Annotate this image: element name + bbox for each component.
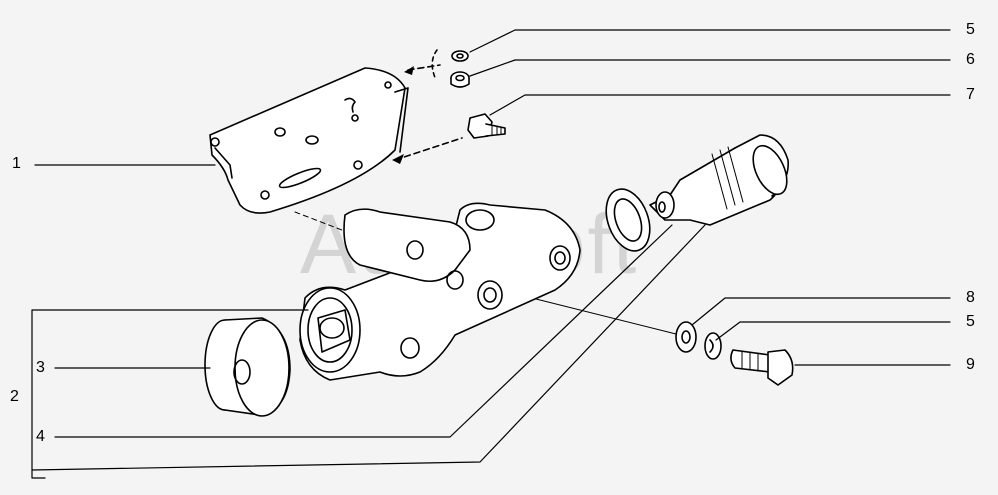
callout-9: 9	[966, 356, 975, 373]
washer-5-top	[451, 50, 469, 62]
lock-washer-5	[704, 332, 722, 360]
callout-7: 7	[966, 86, 975, 103]
leader-lines	[31, 29, 951, 479]
bolt-9	[730, 349, 794, 386]
callout-5-bottom: 5	[966, 313, 975, 330]
callout-6: 6	[966, 51, 975, 68]
regulator-cartridge	[649, 134, 789, 226]
callout-5-top: 5	[966, 21, 975, 38]
bolt-7	[467, 113, 506, 139]
callout-2: 2	[10, 388, 19, 405]
callout-8: 8	[966, 289, 975, 306]
gasket-4	[605, 188, 651, 252]
washer-8	[675, 321, 697, 353]
bracket-plate	[209, 67, 409, 214]
callout-3: 3	[36, 359, 45, 376]
valve-body	[299, 202, 581, 381]
cap-3	[204, 317, 291, 417]
callout-1: 1	[12, 155, 21, 172]
callout-4: 4	[36, 428, 45, 445]
nut-6	[450, 71, 470, 88]
